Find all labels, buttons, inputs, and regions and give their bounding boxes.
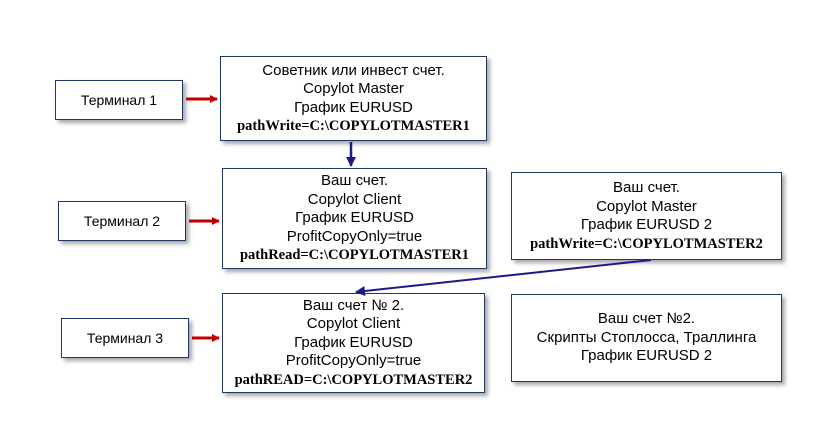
terminal-1-label: Терминал 1 <box>80 91 158 108</box>
terminal-2-label: Терминал 2 <box>83 212 161 229</box>
master-1-path: pathWrite=C:\COPYLOTMASTER1 <box>237 118 470 134</box>
terminal-2-box: Терминал 2 <box>58 201 186 241</box>
master-2-line-2: Copylot Master <box>596 197 697 215</box>
terminal-1-box: Терминал 1 <box>55 80 183 120</box>
client-2-line-1: Ваш счет № 2. <box>302 296 405 314</box>
terminal-3-label: Терминал 3 <box>86 329 164 346</box>
scripts-line-3: График EURUSD 2 <box>580 347 713 365</box>
client-2-line-3: График EURUSD <box>294 333 413 351</box>
master-2-block: Ваш счет. Copylot Master График EURUSD 2… <box>511 172 782 260</box>
client-1-line-1: Ваш счет. <box>321 172 388 190</box>
scripts-line-1: Ваш счет №2. <box>597 310 696 328</box>
client-2-line-4: ProfitCopyOnly=true <box>285 352 422 370</box>
master-1-block: Советник или инвест счет. Copylot Master… <box>220 56 487 141</box>
master-2-line-1: Ваш счет. <box>613 179 680 196</box>
client-1-block: Ваш счет. Copylot Client График EURUSD P… <box>222 168 487 269</box>
master-1-line-2: Copylot Master <box>303 80 404 97</box>
master-1-line-1: Советник или инвест счет. <box>262 61 445 79</box>
scripts-block: Ваш счет №2. Скрипты Стоплосса, Траллинг… <box>511 294 782 382</box>
master-2-path: pathWrite=C:\COPYLOTMASTER2 <box>530 235 763 252</box>
client-1-path: pathRead=C:\COPYLOTMASTER1 <box>239 247 469 264</box>
client-2-line-2: Copylot Client <box>306 315 401 333</box>
master-1-line-3: График EURUSD <box>294 98 413 116</box>
terminal-3-box: Терминал 3 <box>61 318 189 358</box>
client-2-block: Ваш счет № 2. Copylot Client График EURU… <box>222 293 485 393</box>
master-2-line-3: График EURUSD 2 <box>580 216 713 233</box>
client-1-line-4: ProfitCopyOnly=true <box>286 227 423 245</box>
scripts-line-2: Скрипты Стоплосса, Траллинга <box>536 328 757 346</box>
client-1-line-2: Copylot Client <box>307 190 402 208</box>
client-1-line-3: График EURUSD <box>295 209 414 227</box>
client-2-path: pathREAD=C:\COPYLOTMASTER2 <box>234 371 473 388</box>
